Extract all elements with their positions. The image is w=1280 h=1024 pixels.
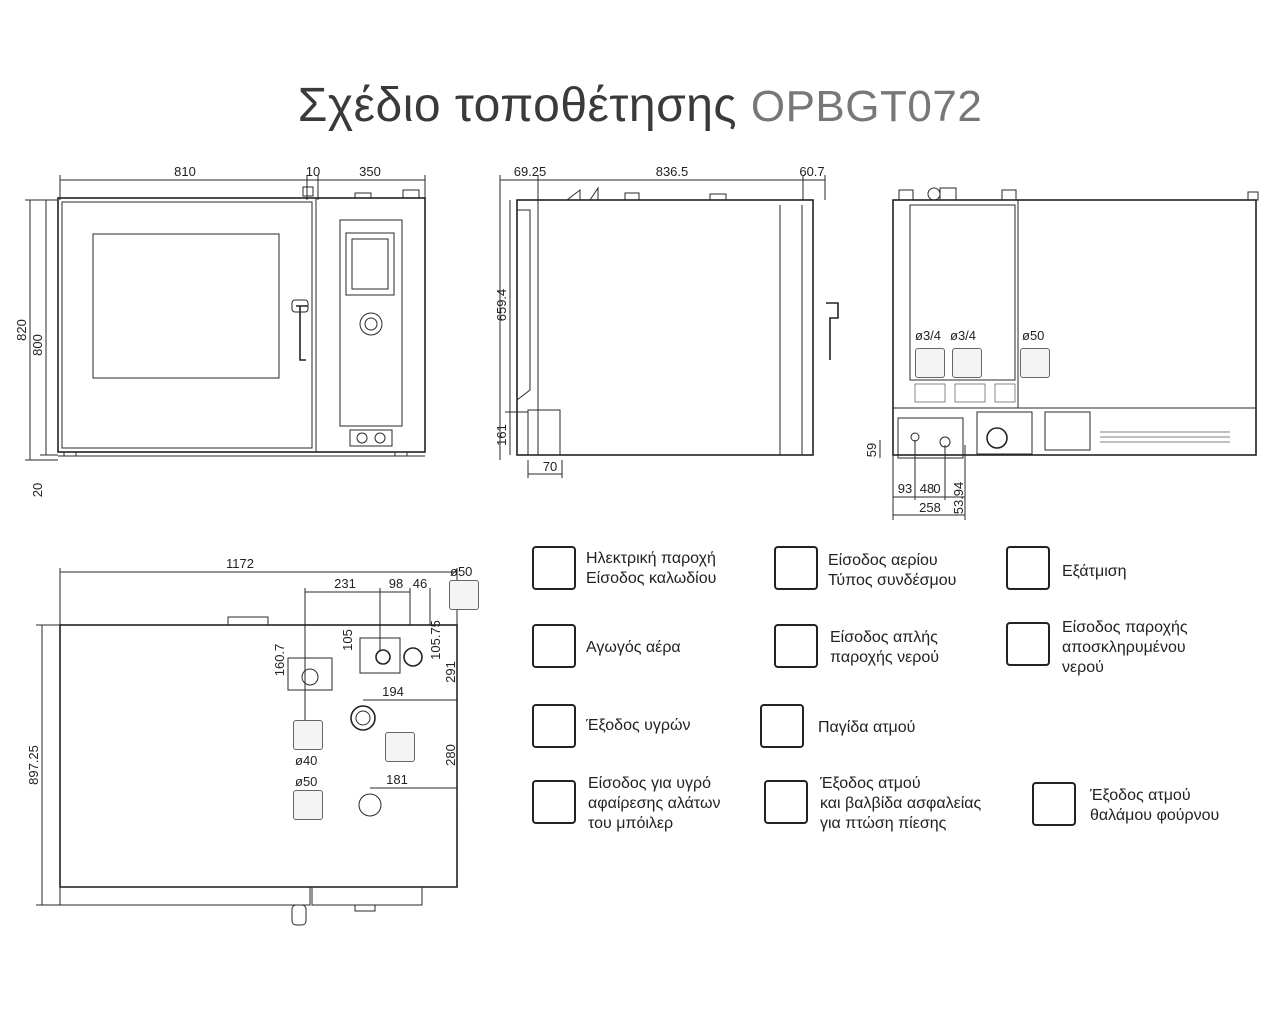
descale-icon [532,780,576,824]
back-label-d1: ø3/4 [915,328,941,343]
back-dim-0: 0 [933,481,940,496]
top-dim-181: 181 [386,772,408,787]
back-dim-59: 59 [864,443,879,457]
exhaust-icon [1006,546,1050,590]
softwater-icon [1006,622,1050,666]
drawing-title: Σχέδιο τοποθέτησης OPBGT072 [0,78,1280,133]
back-dim-93: 93 [898,481,912,496]
back-view: ø3/4 ø3/4 ø50 59 93 48 0 258 53.94 [864,187,1259,520]
top-dim-d50b: ø50 [295,774,317,789]
dim-side-mid: 836.5 [656,164,689,179]
title-main: Σχέδιο τοποθέτησης [297,79,738,132]
drain-icon [449,580,479,610]
legend-chamber: Έξοδος ατμού θαλάμου φούρνου [1090,787,1220,824]
back-dim-5394: 53.94 [951,482,966,515]
top-dim-1607: 160.7 [272,644,287,677]
top-dim-291: 291 [443,661,458,683]
drain-icon [532,704,576,748]
dim-front-h-total: 820 [14,319,29,341]
legend-softwater: Είσοδος παροχής αποσκληρυμένου νερού [1062,619,1188,676]
water-icon [774,624,818,668]
legend-safety: Έξοδος ατμού και βαλβίδα ασφαλείας για π… [820,775,982,832]
top-dim-depth: 897.25 [26,745,41,785]
legend-water: Είσοδος απλής παροχής νερού [830,629,939,666]
dim-front-h-feet: 20 [30,483,45,497]
water-icon [952,348,982,378]
dim-front-width: 810 [174,164,196,179]
softwater-icon [915,348,945,378]
top-dim-105: 105 [340,629,355,651]
top-dim-width: 1172 [226,556,254,571]
back-label-d3: ø50 [1022,328,1044,343]
dim-front-h-body: 800 [30,334,45,356]
gas-icon [774,546,818,590]
back-label-d2: ø3/4 [950,328,976,343]
top-dim-98: 98 [389,576,403,591]
drain-icon [1020,348,1050,378]
legend-gas: Είσοδος αερίου Τύπος συνδέσμου [828,552,957,589]
legend-drain: Έξοδος υγρών [586,717,691,734]
dim-side-right: 60.7 [799,164,824,179]
top-dim-d50: ø50 [450,564,472,579]
top-dim-46: 46 [413,576,427,591]
legend-descale: Είσοδος για υγρό αφαίρεσης αλάτων του μπ… [588,775,721,832]
top-dim-194: 194 [382,684,404,699]
legend-electric: Ηλεκτρική παροχή Είσοδος καλωδίου [586,550,717,587]
legend-steamtrap: Παγίδα ατμού [818,719,916,736]
steamtrap-icon [760,704,804,748]
dim-side-left: 69.25 [514,164,547,179]
top-dim-231: 231 [334,576,356,591]
air-icon [293,790,323,820]
top-dim-280: 280 [443,744,458,766]
exhaust-icon [293,720,323,750]
dim-front-panel: 350 [359,164,381,179]
top-view: 1172 231 98 46 ø50 160.7 105 105.75 291 [26,556,472,926]
legend-exhaust: Εξάτμιση [1062,563,1127,580]
top-dim-d40: ø40 [295,753,317,768]
title-model: OPBGT072 [750,82,983,131]
top-dim-10575: 105.75 [428,620,443,660]
dim-side-bottom: 161 [494,424,509,446]
safety-valve-icon [764,780,808,824]
back-dim-258: 258 [919,500,941,515]
legend-air: Αγωγός αέρα [586,639,681,656]
electric-icon [532,546,576,590]
dim-side-depth: 70 [543,459,557,474]
air-icon [532,624,576,668]
front-view: 810 10 350 820 800 20 [14,164,426,497]
gas-icon [385,732,415,762]
dim-side-height: 659.4 [494,289,509,322]
side-view: 69.25 836.5 60.7 659.4 161 70 [494,164,839,478]
back-dim-48: 48 [920,481,934,496]
dim-front-gap: 10 [306,164,320,179]
chamber-steam-icon [1032,782,1076,826]
